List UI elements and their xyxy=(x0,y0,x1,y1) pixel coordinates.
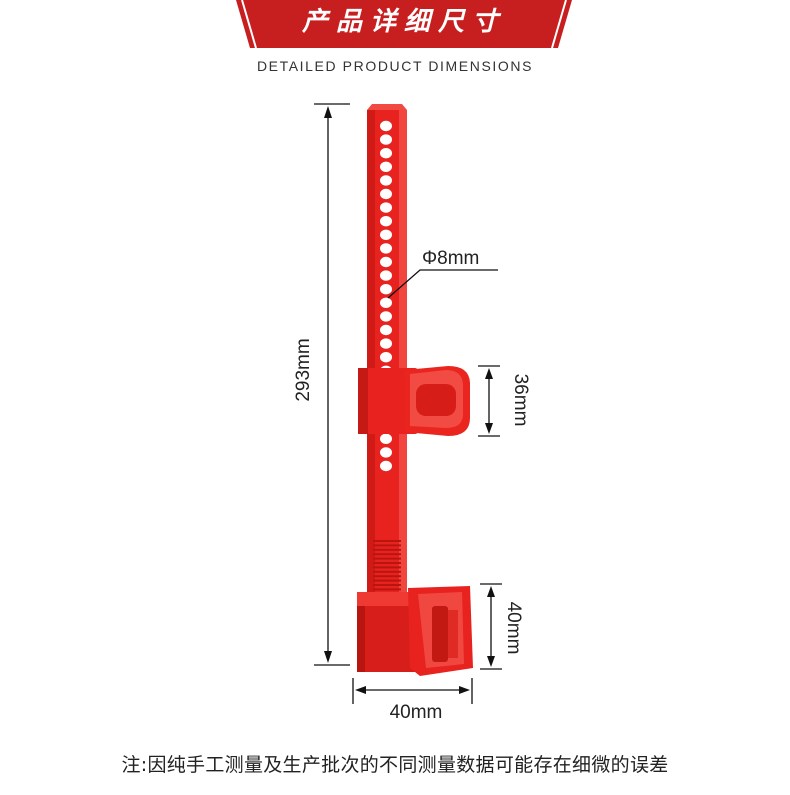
strap-hole xyxy=(380,161,392,172)
strap-rib xyxy=(373,540,401,542)
strap-hole xyxy=(380,460,392,472)
strap-hole xyxy=(380,270,392,281)
strap-hole xyxy=(380,433,392,444)
strap-rib xyxy=(373,553,401,556)
page-subtitle: DETAILED PRODUCT DIMENSIONS xyxy=(256,58,534,74)
measurement-disclaimer: 注:因纯手工测量及生产批次的不同测量数据可能存在细微的误差 xyxy=(121,754,669,776)
strap-hole xyxy=(380,175,392,186)
strap-rib xyxy=(373,575,401,578)
strap-hole xyxy=(380,202,392,213)
hole-diameter-label: Φ8mm xyxy=(422,248,479,269)
strap-hole xyxy=(380,324,392,336)
strap-hole xyxy=(380,447,392,458)
base-height-label: 40mm xyxy=(503,602,524,655)
strap-rib xyxy=(373,557,401,560)
strap-rib xyxy=(373,544,401,547)
product-strap xyxy=(367,104,407,592)
strap-hole xyxy=(380,338,392,349)
strap-rib xyxy=(373,588,401,591)
strap-hole xyxy=(380,284,392,295)
dim-hole-diameter xyxy=(387,269,498,299)
strap-hole xyxy=(380,148,392,159)
strap-rib xyxy=(373,566,401,569)
strap-ribs xyxy=(373,540,401,591)
product-figure: 293mm Φ8mm 36mm 40mm 40mm xyxy=(293,103,531,723)
strap-hole xyxy=(380,311,392,322)
strap-hole xyxy=(380,256,392,268)
header-banner xyxy=(236,0,572,48)
base-width-label: 40mm xyxy=(390,702,443,723)
dim-base-width xyxy=(352,678,473,704)
strap-rib xyxy=(373,548,401,551)
total-height-label: 293mm xyxy=(293,338,314,401)
strap-hole xyxy=(380,229,392,240)
page-title: 产品详细尺寸 xyxy=(301,7,506,37)
strap-hole xyxy=(380,297,392,308)
strap-hole xyxy=(380,352,392,363)
strap-rib xyxy=(373,584,401,586)
product-clamp xyxy=(358,366,470,436)
strap-hole xyxy=(380,243,392,254)
banner-shape xyxy=(236,0,572,48)
strap-hole xyxy=(380,216,392,227)
strap-hole xyxy=(380,120,392,132)
strap-rib xyxy=(373,562,401,564)
dim-total-height xyxy=(314,103,350,666)
strap-rib xyxy=(373,579,401,582)
product-base xyxy=(357,586,473,676)
strap-rib xyxy=(373,570,401,573)
strap-hole xyxy=(380,134,392,145)
strap-hole xyxy=(380,188,392,200)
dim-base-height xyxy=(480,583,502,670)
dim-clamp-height xyxy=(478,365,500,437)
clamp-height-label: 36mm xyxy=(510,374,531,427)
